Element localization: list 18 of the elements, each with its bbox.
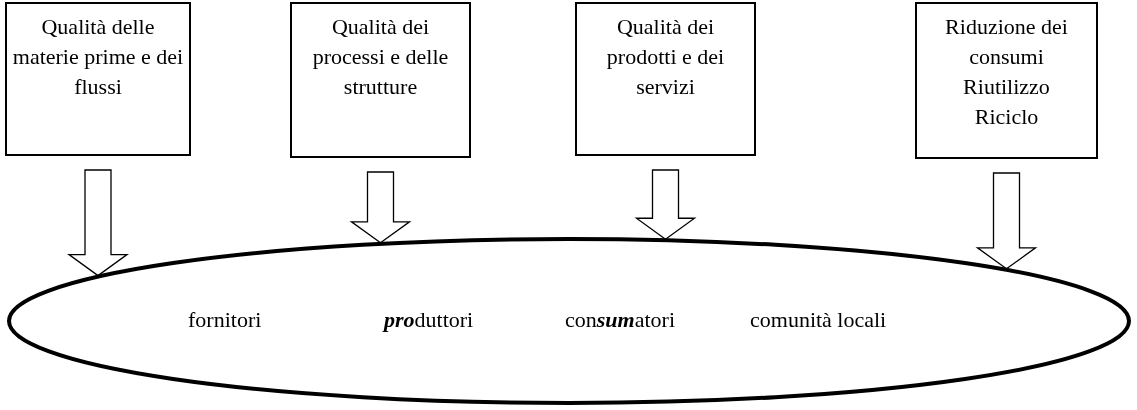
box-text: Qualità delle materie prime e dei flussi [11,13,185,101]
box-text: Qualità dei prodotti e dei servizi [605,13,726,101]
quality-box [915,2,1098,159]
box-text: Riduzione dei consumi [944,13,1069,71]
quality-box [290,2,471,158]
quality-box [5,2,191,156]
block-arrow [67,169,129,277]
box-text: Riciclo [974,103,1039,131]
block-arrow [975,172,1038,270]
stakeholder-label: produttori [384,307,474,333]
stakeholder-label: fornitori [188,307,262,333]
stakeholder-label: consumatori [565,307,675,333]
stakeholder-label: comunità locali [750,307,887,333]
block-arrow [634,169,697,241]
box-text: Qualità dei processi e delle strutture [311,13,450,101]
block-arrow [349,171,412,244]
quality-box [575,2,756,156]
box-text: Riutilizzo [963,73,1050,101]
